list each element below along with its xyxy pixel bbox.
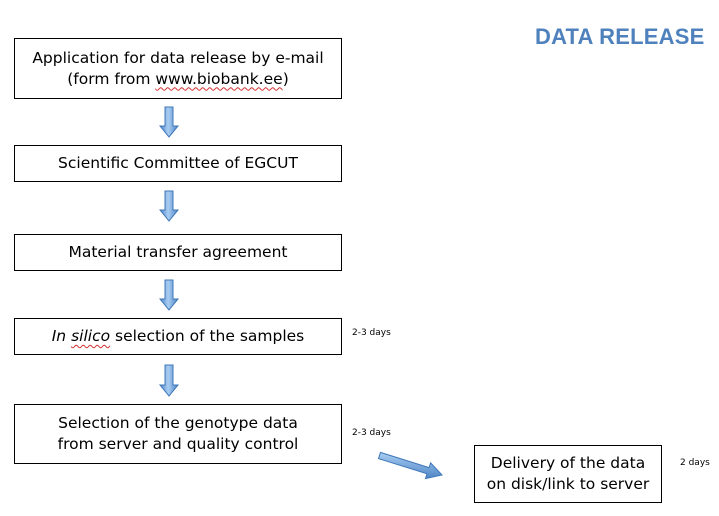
- diagonal-arrow: [377, 451, 443, 480]
- step-delivery-box: Delivery of the data on disk/link to ser…: [474, 445, 662, 503]
- down-arrow-4: [158, 364, 180, 397]
- page-title: DATA RELEASE: [535, 24, 705, 49]
- step-in-silico-label: In silico selection of the samples: [51, 327, 305, 345]
- step-genotype-box: Selection of the genotype data from serv…: [14, 404, 342, 464]
- step-application-box: Application for data release by e-mail (…: [14, 38, 342, 99]
- step-committee-box: Scientific Committee of EGCUT: [14, 145, 342, 182]
- step-application-line2: (form from www.biobank.ee): [67, 69, 289, 88]
- biobank-link[interactable]: www.biobank.ee: [155, 69, 283, 88]
- down-arrow-2: [158, 190, 180, 222]
- step-application-line1: Application for data release by e-mail: [32, 48, 324, 67]
- down-arrow-3: [158, 279, 180, 311]
- duration-delivery: 2 days: [680, 458, 710, 468]
- step-genotype-line2: from server and quality control: [57, 435, 299, 453]
- step-delivery-line1: Delivery of the data: [490, 454, 646, 472]
- step-delivery-line2: on disk/link to server: [486, 475, 650, 493]
- duration-in-silico: 2-3 days: [352, 328, 391, 338]
- step-in-silico-box: In silico selection of the samples: [14, 318, 342, 355]
- step-mta-box: Material transfer agreement: [14, 234, 342, 271]
- step-mta-label: Material transfer agreement: [68, 243, 288, 261]
- step-genotype-line1: Selection of the genotype data: [58, 414, 298, 432]
- step-committee-label: Scientific Committee of EGCUT: [58, 154, 298, 172]
- down-arrow-1: [158, 106, 180, 138]
- duration-genotype: 2-3 days: [352, 428, 391, 438]
